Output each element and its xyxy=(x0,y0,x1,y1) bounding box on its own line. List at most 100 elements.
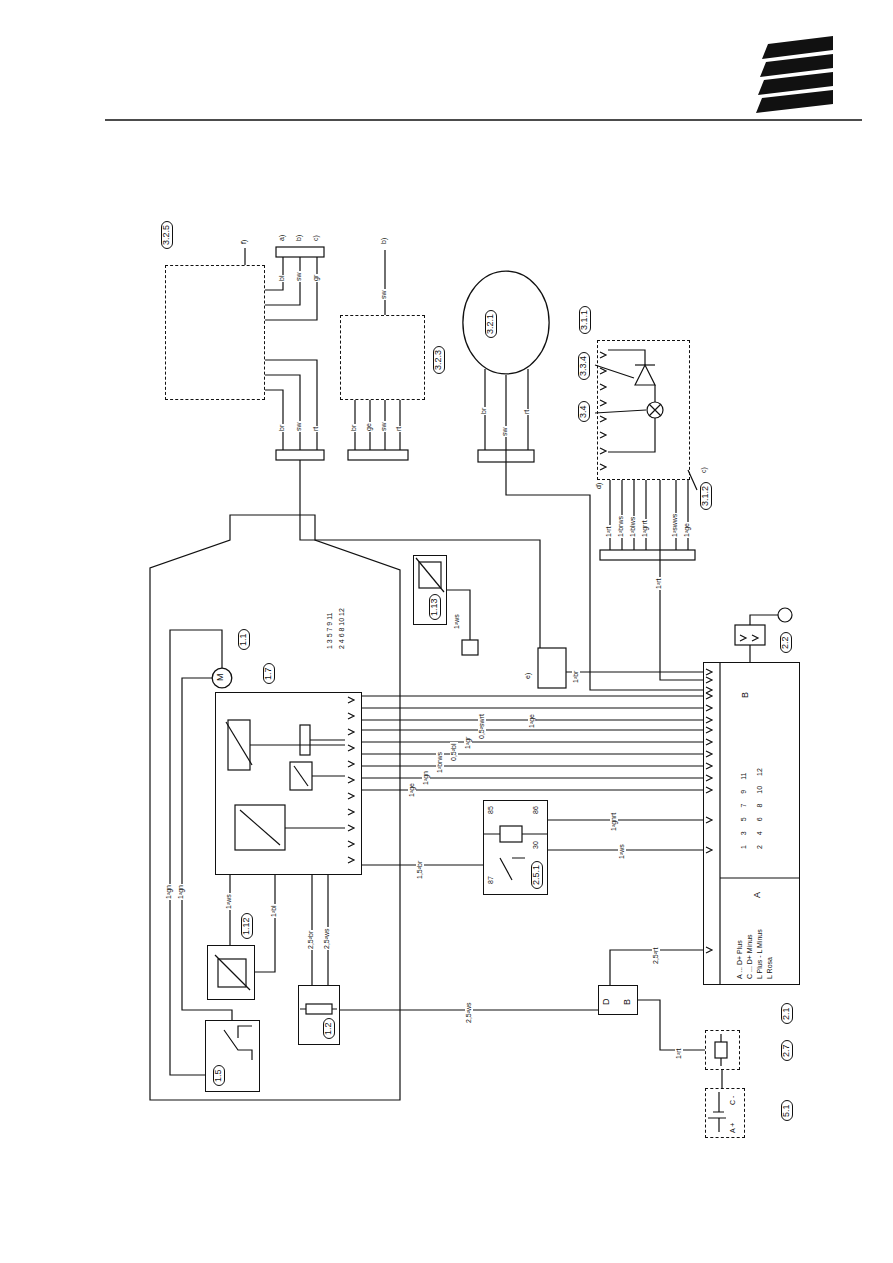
callout-number: 3.2.1 xyxy=(485,310,497,338)
round-component: M1.1 xyxy=(212,668,232,688)
text-slot: 1²brws xyxy=(617,515,625,538)
control-unit-symbols xyxy=(226,697,354,863)
text-slot: 1²rt xyxy=(675,1048,683,1061)
text-slot: 0,5²bl xyxy=(450,742,458,762)
wire-label: 86 xyxy=(532,805,540,815)
battery-symbol xyxy=(708,1092,726,1132)
wire-label: e) xyxy=(524,672,532,680)
text-slot: 2.1 xyxy=(781,1003,793,1024)
ntc-symbol xyxy=(416,558,478,655)
callout-number: 1.7 xyxy=(263,663,275,684)
wire-label: 1²gn xyxy=(177,884,185,900)
callout-number: 3.2.3 xyxy=(433,346,445,374)
text-slot: 1²gn xyxy=(165,884,173,900)
wire-label: C - xyxy=(729,1095,737,1106)
wire-label: 1²gnrt xyxy=(610,812,618,832)
text-slot: B xyxy=(741,691,751,699)
wire-label: C ... D+ Minus xyxy=(746,933,754,980)
text-slot: br xyxy=(480,407,488,415)
wire-label: sw xyxy=(295,421,303,432)
wire-label: 1²ws xyxy=(453,613,461,630)
text-slot: 3.1.1 xyxy=(579,306,591,334)
text-slot: 1²swws xyxy=(671,513,679,538)
plug-connector xyxy=(300,460,703,688)
text-slot: 1²gn xyxy=(177,884,185,900)
wire-label: A ... D+ Plus xyxy=(736,939,744,980)
text-slot: B xyxy=(623,998,633,1006)
wire-label: 2,5²rt xyxy=(652,947,660,965)
component-box: 1.7 xyxy=(215,692,362,875)
wire-label: L Rosa xyxy=(766,956,774,980)
callout-number: 1.12 xyxy=(241,913,253,939)
wire-label: 1²ws xyxy=(225,893,233,910)
sensor-connector xyxy=(735,608,792,662)
text-slot: 1²bl xyxy=(270,904,278,918)
text-slot: e) xyxy=(524,672,532,680)
wire-label: br xyxy=(350,424,358,432)
wire-label: sw xyxy=(501,426,509,437)
pin-numbers: 2 4 6 8 10 12 xyxy=(338,607,346,650)
terminal-letter: M xyxy=(216,673,226,683)
text-slot: 2.5.1 xyxy=(531,861,543,889)
connector-block-pins xyxy=(706,662,800,985)
text-slot: 2,5²rt xyxy=(652,947,660,965)
callout-number: 5.1 xyxy=(781,1100,793,1121)
text-slot: br xyxy=(278,424,286,432)
text-slot: b) xyxy=(380,237,388,245)
wire-label: A + xyxy=(729,1122,737,1134)
text-slot: 3.2.3 xyxy=(433,346,445,374)
wire-label: 1,5²br xyxy=(416,860,424,880)
wire-label: 1²swws xyxy=(671,513,679,538)
text-slot: 2 4 6 8 10 12 xyxy=(756,767,764,850)
wire-label: 1²ge xyxy=(408,782,416,798)
text-slot: 3.2.1 xyxy=(485,310,497,338)
text-slot: 1²ws xyxy=(618,843,626,860)
wire-label: 1²rt xyxy=(655,578,663,591)
wire-label: d) xyxy=(595,482,603,490)
round-component: 3.2.1 xyxy=(462,270,550,375)
wire-label: 30 xyxy=(532,840,540,850)
terminal-letter: B xyxy=(623,998,633,1006)
terminal-letter: D xyxy=(602,998,612,1007)
wire-label: 1²br xyxy=(572,670,580,684)
wire xyxy=(230,875,328,985)
wire-connector xyxy=(660,480,703,680)
text-slot: 1.7 xyxy=(263,663,275,684)
text-slot: 2,5²ws xyxy=(465,1001,473,1024)
pin-numbers: 2 4 6 8 10 12 xyxy=(756,767,764,850)
text-slot: ge xyxy=(365,422,373,432)
wire-label: rt xyxy=(395,426,403,432)
wire-label: 1²brws xyxy=(436,751,444,774)
text-slot: 2 4 6 8 10 12 xyxy=(338,607,346,650)
header-rule xyxy=(105,119,862,121)
text-slot: 1²ge xyxy=(683,522,691,538)
callout-number: 3.4 xyxy=(578,401,590,422)
component-box: 3.2.5 xyxy=(165,265,265,400)
text-slot: 2,5²br xyxy=(307,930,315,950)
wire-label: 2,5²ws xyxy=(465,1001,473,1024)
wire-label: gr xyxy=(312,274,320,282)
wire-label: 1²gn xyxy=(422,770,430,786)
text-layer: 3.2.53.2.33.2.13.1.11.131.7M1.11.121.51.… xyxy=(140,210,820,1150)
callout-number: 3.2.5 xyxy=(161,221,173,249)
wire-label: b) xyxy=(295,234,303,242)
text-slot: rt xyxy=(312,426,320,432)
text-slot: rt xyxy=(523,409,531,415)
wiring-art xyxy=(140,210,820,1150)
text-slot: br xyxy=(350,424,358,432)
text-slot: 1²grrt xyxy=(641,519,649,538)
text-slot: L Plus - L Minus xyxy=(756,928,764,980)
text-slot: 2,5²ws xyxy=(323,927,331,950)
fuse-symbol xyxy=(715,1034,727,1066)
text-slot: 3.3.4 xyxy=(578,352,590,380)
wire-label: 1²gr xyxy=(464,736,472,750)
callout-number: 1.1 xyxy=(238,629,250,650)
text-slot: 1²ge xyxy=(528,713,536,729)
wire-label: f) xyxy=(240,239,248,245)
text-slot: C ... D+ Minus xyxy=(746,933,754,980)
connector-layer xyxy=(140,210,820,1150)
plug-connector xyxy=(348,250,408,460)
text-slot: 1²ws xyxy=(453,613,461,630)
text-slot: 0,5²swrt xyxy=(478,713,486,740)
